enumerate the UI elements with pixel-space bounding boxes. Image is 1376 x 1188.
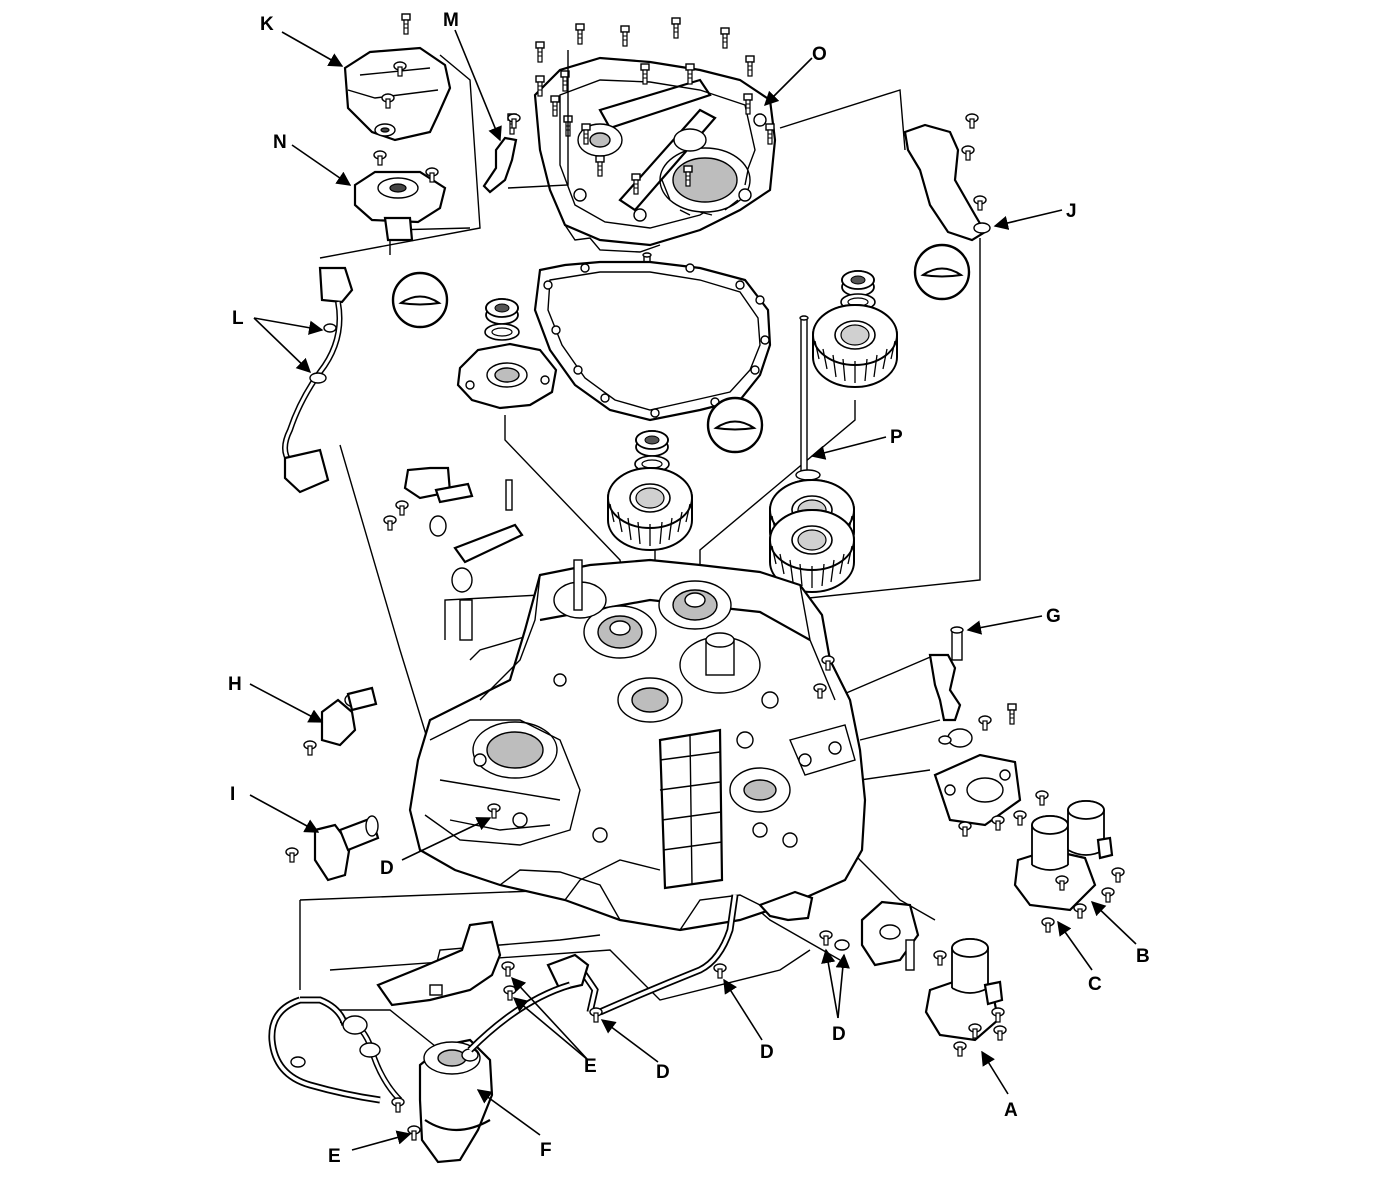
callout-d-4: D (832, 1024, 846, 1045)
replace-symbol-2 (913, 243, 971, 301)
callout-o: O (812, 44, 827, 65)
replace-symbol-1 (391, 271, 449, 329)
callout-j: J (1066, 201, 1077, 222)
callout-c: C (1088, 974, 1102, 995)
callout-f: F (540, 1140, 552, 1161)
left-bearing-plate (456, 342, 558, 410)
callout-l: L (232, 308, 244, 329)
oil-pipe-bracket-d (487, 803, 850, 979)
right-end-gear (812, 304, 898, 388)
center-gear (607, 467, 693, 551)
part-b-c-solenoid-assembly (1013, 800, 1125, 933)
callout-m: M (443, 10, 459, 31)
part-a-solenoid (924, 938, 1007, 1057)
part-f-filter (339, 981, 572, 1164)
callout-e-1: E (584, 1056, 597, 1077)
callout-k: K (260, 14, 274, 35)
callout-h: H (228, 674, 242, 695)
callout-e-2: E (328, 1146, 341, 1167)
part-p-shaft (799, 315, 809, 479)
shift-linkage (383, 466, 524, 641)
large-gear-p (769, 469, 855, 593)
transmission-case (408, 558, 867, 932)
callout-d-3: D (760, 1042, 774, 1063)
callout-d-1: D (380, 858, 394, 879)
lower-left-pipe (268, 996, 381, 1104)
left-shaft-nut-washer (484, 298, 520, 341)
part-k-sensor-cover (343, 46, 452, 142)
callout-g: G (1046, 606, 1061, 627)
leader-lines (249, 29, 1137, 1151)
part-j-bracket (903, 113, 991, 242)
part-h-speed-sensor (303, 686, 378, 756)
part-e-bracket (376, 920, 517, 1007)
callout-p: P (890, 427, 903, 448)
filter-bracket (860, 900, 947, 971)
replace-symbol-3 (706, 396, 764, 454)
callout-n: N (273, 132, 287, 153)
callout-i: I (230, 784, 235, 805)
part-m-bracket (482, 113, 521, 194)
callout-d-2: D (656, 1062, 670, 1083)
callout-a: A (1004, 1100, 1018, 1121)
part-g-pipe (928, 626, 1017, 748)
part-l-wire-harness (282, 266, 354, 494)
gasket (533, 260, 772, 422)
part-n-range-sensor (353, 150, 447, 242)
part-i-speed-sensor (285, 815, 380, 882)
callout-b: B (1136, 946, 1150, 967)
center-shaft-nut-washer (634, 430, 670, 473)
solenoid-plate (933, 753, 1049, 837)
lower-oil-pipes (546, 894, 739, 1023)
end-cover (533, 56, 777, 253)
